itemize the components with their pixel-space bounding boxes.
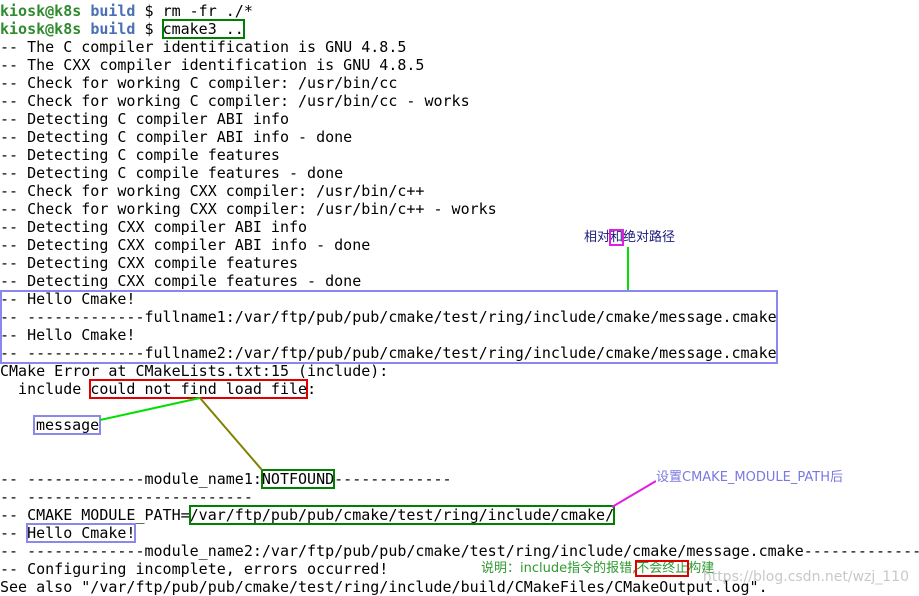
- output-line: -- Detecting C compile features - done: [0, 164, 344, 182]
- hello-line-3: -- Hello Cmake!: [0, 523, 137, 543]
- output-line: -- Detecting CXX compile features - done: [0, 272, 362, 290]
- connector-notfound: [199, 397, 263, 471]
- annotation-note-mark: 不会终止: [635, 560, 690, 577]
- output-line: -- The C compiler identification is GNU …: [0, 38, 407, 56]
- annotation-path-after: 绝对路径: [623, 230, 676, 245]
- module-path-prefix: -- CMAKE_MODULE_PATH=: [0, 506, 190, 524]
- message-word: message: [36, 416, 100, 434]
- module-path-value: /var/ftp/pub/pub/cmake/test/ring/include…: [188, 505, 616, 525]
- prompt-line-1: kiosk@k8s build $ rm -fr ./*: [0, 2, 253, 20]
- prompt-dir: build: [90, 20, 136, 38]
- include-error-line: include could not find load file:: [0, 379, 317, 399]
- output-line: -- Check for working CXX compiler: /usr/…: [0, 182, 425, 200]
- annotation-relative-absolute-path: 相对和绝对路径: [584, 229, 676, 246]
- output-line: -- Detecting C compiler ABI info - done: [0, 128, 353, 146]
- output-line: -- Check for working C compiler: /usr/bi…: [0, 74, 398, 92]
- watermark: https://blog.csdn.net/wzj_110: [702, 569, 909, 585]
- output-line: -- Check for working CXX compiler: /usr/…: [0, 200, 497, 218]
- see-also-line: See also "/var/ftp/pub/pub/cmake/test/ri…: [0, 578, 768, 596]
- output-line: -- Detecting C compiler ABI info: [0, 110, 289, 128]
- connector-message: [99, 397, 201, 421]
- module-name1-line: -- -------------module_name1:NOTFOUND---…: [0, 469, 452, 489]
- annotation-path-mark: 和: [609, 229, 625, 246]
- module1-value: NOTFOUND: [260, 469, 336, 489]
- annotation-include-note: 说明：include指令的报错,不会终止构建: [481, 560, 715, 577]
- configuring-line: -- Configuring incomplete, errors occurr…: [0, 560, 389, 578]
- include-error-text: could not find load file: [89, 379, 309, 399]
- prompt-symbol: $: [144, 2, 154, 20]
- prompt-symbol: $: [144, 20, 154, 38]
- hello-line-2: -- Hello Cmake!: [0, 326, 136, 344]
- annotation-module-path: 设置CMAKE_MODULE_PATH后: [656, 470, 843, 486]
- hello-line-1: -- Hello Cmake!: [0, 290, 136, 308]
- prompt-line-2: kiosk@k8s build $ cmake3 ..: [0, 19, 245, 39]
- connector-module-path: [611, 480, 657, 508]
- include-suffix: :: [307, 380, 317, 398]
- cmake-error-line: CMake Error at CMakeLists.txt:15 (includ…: [0, 362, 389, 380]
- fullname1-line: -- -------------fullname1:/var/ftp/pub/p…: [0, 308, 777, 326]
- dash-line: -- -------------------------: [0, 488, 253, 506]
- output-line: -- Detecting CXX compiler ABI info - don…: [0, 236, 371, 254]
- module-path-line: -- CMAKE_MODULE_PATH=/var/ftp/pub/pub/cm…: [0, 505, 616, 525]
- module1-suffix: -------------: [334, 470, 452, 488]
- include-prefix: include: [0, 380, 91, 398]
- output-line: -- The CXX compiler identification is GN…: [0, 56, 425, 74]
- annotation-note-before: 说明：include指令的报错,: [481, 561, 637, 576]
- annotation-path-before: 相对: [584, 230, 611, 245]
- module-name2-line: -- -------------module_name2:/var/ftp/pu…: [0, 542, 919, 560]
- output-line: -- Check for working C compiler: /usr/bi…: [0, 92, 470, 110]
- prompt-user: kiosk@k8s: [0, 20, 82, 38]
- command-rm: rm -fr ./*: [162, 2, 253, 20]
- command-cmake: cmake3 ..: [161, 19, 245, 39]
- hello-value: Hello Cmake!: [26, 523, 137, 543]
- output-line: -- Detecting C compile features: [0, 146, 280, 164]
- output-line: -- Detecting CXX compiler ABI info: [0, 218, 308, 236]
- annotation-note-after: 构建: [688, 561, 715, 576]
- prompt-dir: build: [90, 2, 136, 20]
- hello-prefix: --: [0, 524, 28, 542]
- prompt-user: kiosk@k8s: [0, 2, 82, 20]
- fullname2-line: -- -------------fullname2:/var/ftp/pub/p…: [0, 344, 777, 362]
- output-line: -- Detecting CXX compile features: [0, 254, 299, 272]
- module1-prefix: -- -------------module_name1:: [0, 470, 262, 488]
